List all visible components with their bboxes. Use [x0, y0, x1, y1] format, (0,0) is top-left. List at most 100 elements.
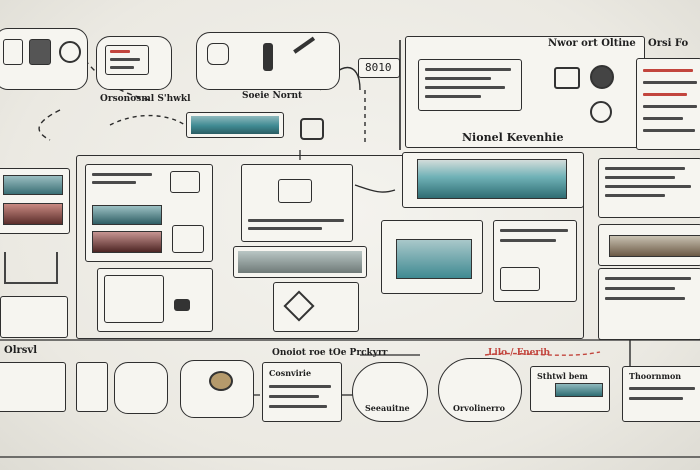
right-image-card — [598, 224, 700, 266]
globe-icon — [59, 41, 81, 63]
right-document-window: Nionel Kevenhie — [405, 36, 645, 148]
text-line — [425, 68, 511, 71]
bottom-card-5: Cosnvirie — [262, 362, 342, 422]
caption-left-b: Olrsvl — [4, 345, 38, 356]
text-line — [605, 185, 691, 188]
text-line — [110, 58, 140, 61]
camera-icon — [554, 67, 580, 89]
puzzle-icon — [300, 118, 324, 140]
card-title-c: Thoornmon — [629, 371, 682, 381]
landscape-image — [396, 239, 472, 279]
text-line — [248, 219, 344, 222]
small-panel — [0, 296, 68, 338]
center-top-panel — [196, 32, 340, 90]
text-line — [110, 66, 134, 69]
text-line — [629, 387, 695, 390]
bottom-card-2 — [76, 362, 108, 412]
text-line — [269, 385, 331, 388]
mini-screen — [29, 39, 51, 65]
panel-center-strip — [233, 246, 367, 278]
landscape-image — [609, 235, 700, 257]
thumb-box — [170, 171, 200, 193]
clock-icon — [590, 101, 612, 123]
bottom-card-7: Thoornmon — [622, 366, 700, 422]
text-line — [629, 397, 683, 400]
rss-box: 8010 — [358, 58, 400, 78]
bottle-icon — [263, 43, 273, 71]
top-left-panel — [0, 28, 88, 90]
list-accent — [643, 69, 693, 72]
text-line — [500, 229, 568, 232]
monitor-sketch — [278, 179, 312, 203]
caption-b: Soeie Nornt — [242, 91, 303, 101]
text-line — [605, 176, 675, 179]
panel-center — [241, 164, 353, 242]
form-card — [418, 59, 522, 111]
inner-frame — [104, 275, 164, 323]
caption-bottom-red: Lilo / Fnerib — [488, 348, 550, 358]
main-frame — [76, 155, 584, 339]
bottom-card-1 — [0, 362, 66, 412]
text-line — [605, 277, 691, 280]
text-line — [425, 86, 505, 89]
landscape-image — [417, 159, 567, 199]
hero-landscape — [402, 152, 584, 208]
badge-a-label: Seeauitne — [365, 403, 410, 413]
panel-left — [85, 164, 213, 262]
landscape-strip — [186, 112, 284, 138]
header-right-a: Nwor ort Oltine — [548, 38, 636, 49]
right-list-card — [598, 268, 700, 340]
robot-icon — [209, 371, 233, 391]
badge-a: Seeauitne — [352, 362, 428, 422]
browser-frame — [105, 45, 149, 75]
card-title-b: Sthtwl bem — [537, 371, 588, 381]
text-line — [425, 77, 491, 80]
text-line — [605, 287, 675, 290]
thumb-box — [500, 267, 540, 291]
badge-b: Orvolinerro — [438, 358, 522, 422]
text-line — [248, 227, 322, 230]
chart-box — [172, 225, 204, 253]
text-line — [92, 181, 136, 184]
caption-bottom: Onoiot roe tOe Prckyrr — [272, 348, 388, 358]
text-line — [605, 167, 685, 170]
mini-window — [3, 39, 23, 65]
pencil-icon — [293, 36, 329, 74]
text-line — [500, 239, 556, 242]
text-line — [643, 105, 697, 108]
panel-right — [381, 220, 483, 294]
text-line — [643, 81, 697, 84]
browser-sketch-top — [96, 36, 172, 90]
list-accent — [643, 93, 687, 96]
image-tile — [3, 203, 63, 225]
center-caption: Nionel Kevenhie — [462, 131, 564, 144]
panel-center-bottom — [273, 282, 359, 332]
header-right-b: Orsi Fo — [648, 38, 689, 49]
image-tile — [92, 205, 162, 225]
bottom-card-4 — [180, 360, 254, 418]
text-line — [605, 194, 665, 197]
landscape-image — [191, 116, 279, 134]
badge-b-label: Orvolinerro — [453, 403, 505, 413]
bottom-card-6: Sthtwl bem — [530, 366, 610, 412]
landscape-image — [555, 383, 603, 397]
panel-left-bottom — [97, 268, 213, 332]
globe-icon — [590, 65, 614, 89]
text-line — [269, 395, 319, 398]
landscape-image — [238, 251, 362, 273]
text-line — [605, 297, 685, 300]
rss-label: 8010 — [365, 61, 392, 74]
house-sketch — [4, 252, 58, 284]
avatar-frame — [207, 43, 229, 65]
text-line — [269, 405, 327, 408]
text-line — [643, 117, 683, 120]
image-tile — [92, 231, 162, 253]
caption-a: Orsonosml S'hwkl — [100, 94, 191, 104]
card-title-a: Cosnvirie — [269, 368, 312, 378]
text-line — [643, 129, 695, 132]
left-image-stack — [0, 168, 70, 234]
camera-icon — [174, 299, 190, 311]
panel-far-right — [493, 220, 577, 302]
image-tile — [3, 175, 63, 195]
bottom-card-3 — [114, 362, 168, 414]
